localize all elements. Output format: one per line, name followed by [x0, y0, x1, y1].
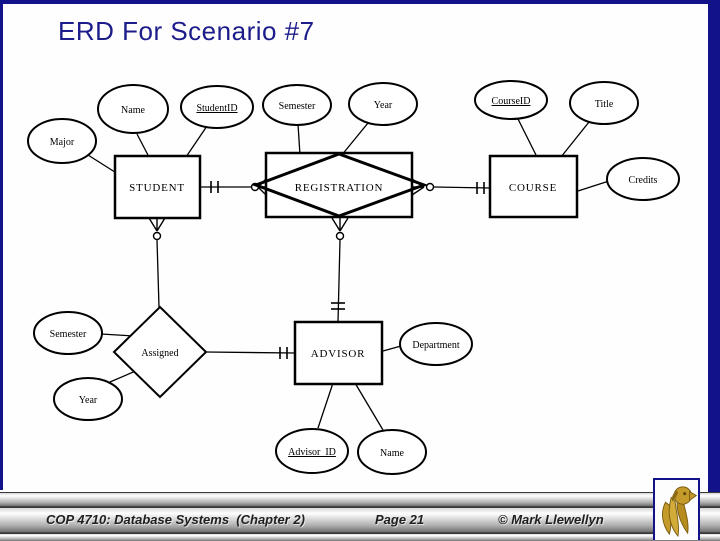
attr-credits	[606, 157, 680, 201]
attr-advisor-id	[275, 428, 349, 474]
attr-reg-year-label: Year	[374, 100, 393, 111]
page-title: ERD For Scenario #7	[58, 16, 315, 46]
pegasus-logo-icon	[661, 486, 697, 537]
attr-major-label: Major	[50, 137, 75, 148]
attr-credits-label: Credits	[629, 175, 658, 186]
attr-student-name	[97, 84, 169, 134]
entity-advisor	[293, 320, 384, 386]
attr-advisor-id-label: Advisor_ID	[288, 447, 336, 458]
logo-box	[653, 478, 700, 540]
rel-student-assigned	[148, 217, 166, 308]
footer: COP 4710: Database Systems (Chapter 2) P…	[0, 492, 720, 541]
entity-advisor-label: ADVISOR	[311, 348, 366, 360]
registration-diamond	[251, 152, 429, 218]
entity-course	[488, 154, 579, 219]
assigned-diamond	[112, 305, 208, 399]
attr-course-title	[569, 81, 639, 125]
attr-advisor-name	[357, 429, 427, 475]
attr-course-id	[474, 80, 548, 120]
entity-course-label: COURSE	[509, 182, 557, 194]
attr-reg-semester	[262, 84, 332, 126]
slide-border-top	[0, 0, 720, 4]
slide-border-left	[0, 0, 3, 490]
entity-registration-label: REGISTRATION	[295, 182, 383, 194]
attr-student-name-label: Name	[121, 105, 145, 116]
attr-department-label: Department	[412, 340, 459, 351]
attr-course-title-label: Title	[595, 99, 614, 110]
erd-diagram: STUDENT REGISTRATION COURSE ADVISOR Assi…	[27, 80, 680, 475]
attribute-connectors	[87, 116, 610, 431]
crows-foot	[331, 217, 349, 232]
rel-registration-advisor	[331, 217, 349, 323]
footer-bar-top	[0, 492, 720, 507]
optionality-circle	[425, 182, 435, 192]
attr-major	[27, 118, 97, 164]
rel-assigned-advisor	[205, 347, 296, 359]
attr-department	[399, 322, 473, 366]
crows-foot	[148, 217, 166, 232]
optionality-circle	[335, 231, 345, 241]
attr-student-id-label: StudentID	[196, 103, 237, 114]
attr-assigned-year	[53, 377, 123, 421]
rel-registration-course	[411, 178, 491, 196]
attr-assigned-semester	[33, 311, 103, 355]
entity-student-label: STUDENT	[129, 182, 185, 194]
footer-bar-main: COP 4710: Database Systems (Chapter 2) P…	[0, 507, 720, 533]
optionality-circle	[152, 231, 162, 241]
attr-assigned-semester-label: Semester	[50, 329, 87, 340]
attr-reg-semester-label: Semester	[279, 101, 316, 112]
entity-registration	[264, 151, 414, 219]
footer-copyright: © Mark Llewellyn	[498, 512, 604, 527]
attr-assigned-year-label: Year	[79, 395, 98, 406]
footer-page-number: Page 21	[375, 512, 425, 527]
footer-course-label: COP 4710: Database Systems (Chapter 2)	[46, 512, 305, 527]
attr-student-id	[180, 85, 254, 129]
entity-student	[113, 154, 202, 220]
slide-border-right	[708, 0, 720, 492]
rel-student-registration	[200, 178, 267, 196]
assigned-label: Assigned	[141, 348, 178, 359]
footer-bar-bottom	[0, 533, 720, 541]
attr-course-id-label: CourseID	[492, 96, 531, 107]
attr-reg-year	[348, 82, 418, 126]
attribute-ellipses	[27, 80, 680, 475]
attr-advisor-name-label: Name	[380, 448, 404, 459]
